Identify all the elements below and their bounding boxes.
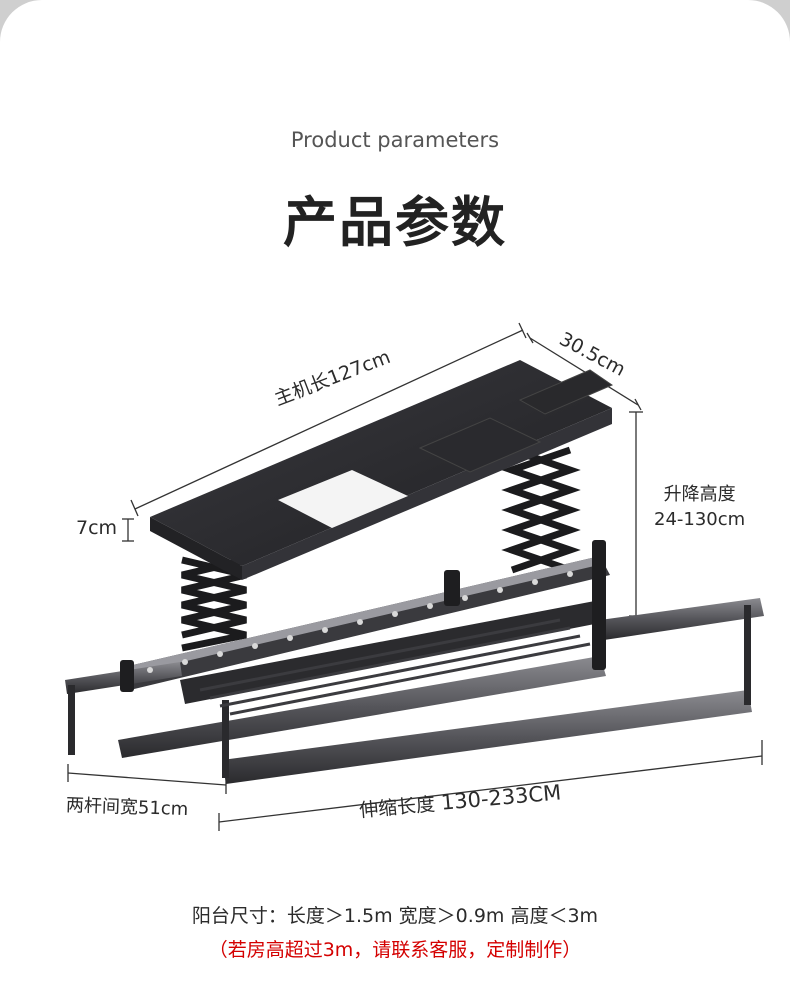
balcony-size-requirement: 阳台尺寸：长度＞1.5m 宽度＞0.9m 高度＜3m: [191, 905, 599, 927]
light-panel: [278, 470, 408, 528]
unit-height-label: 7cm: [76, 517, 118, 539]
lift-height-title: 升降高度: [663, 484, 736, 505]
bar-gap-label: 两杆间宽51cm: [65, 794, 189, 821]
scissor-lift-right: [501, 446, 581, 574]
main-unit: [150, 360, 614, 580]
dimension-lines: [67, 322, 763, 831]
custom-order-note: （若房高超过3m，请联系客服，定制制作）: [208, 939, 582, 961]
lift-height-label: 升降高度 24-130cm: [654, 482, 745, 532]
lift-height-range: 24-130cm: [654, 509, 746, 530]
rack-frame: [65, 540, 764, 784]
section-title: 产品参数: [283, 191, 507, 254]
section-subtitle: Product parameters: [290, 128, 500, 152]
